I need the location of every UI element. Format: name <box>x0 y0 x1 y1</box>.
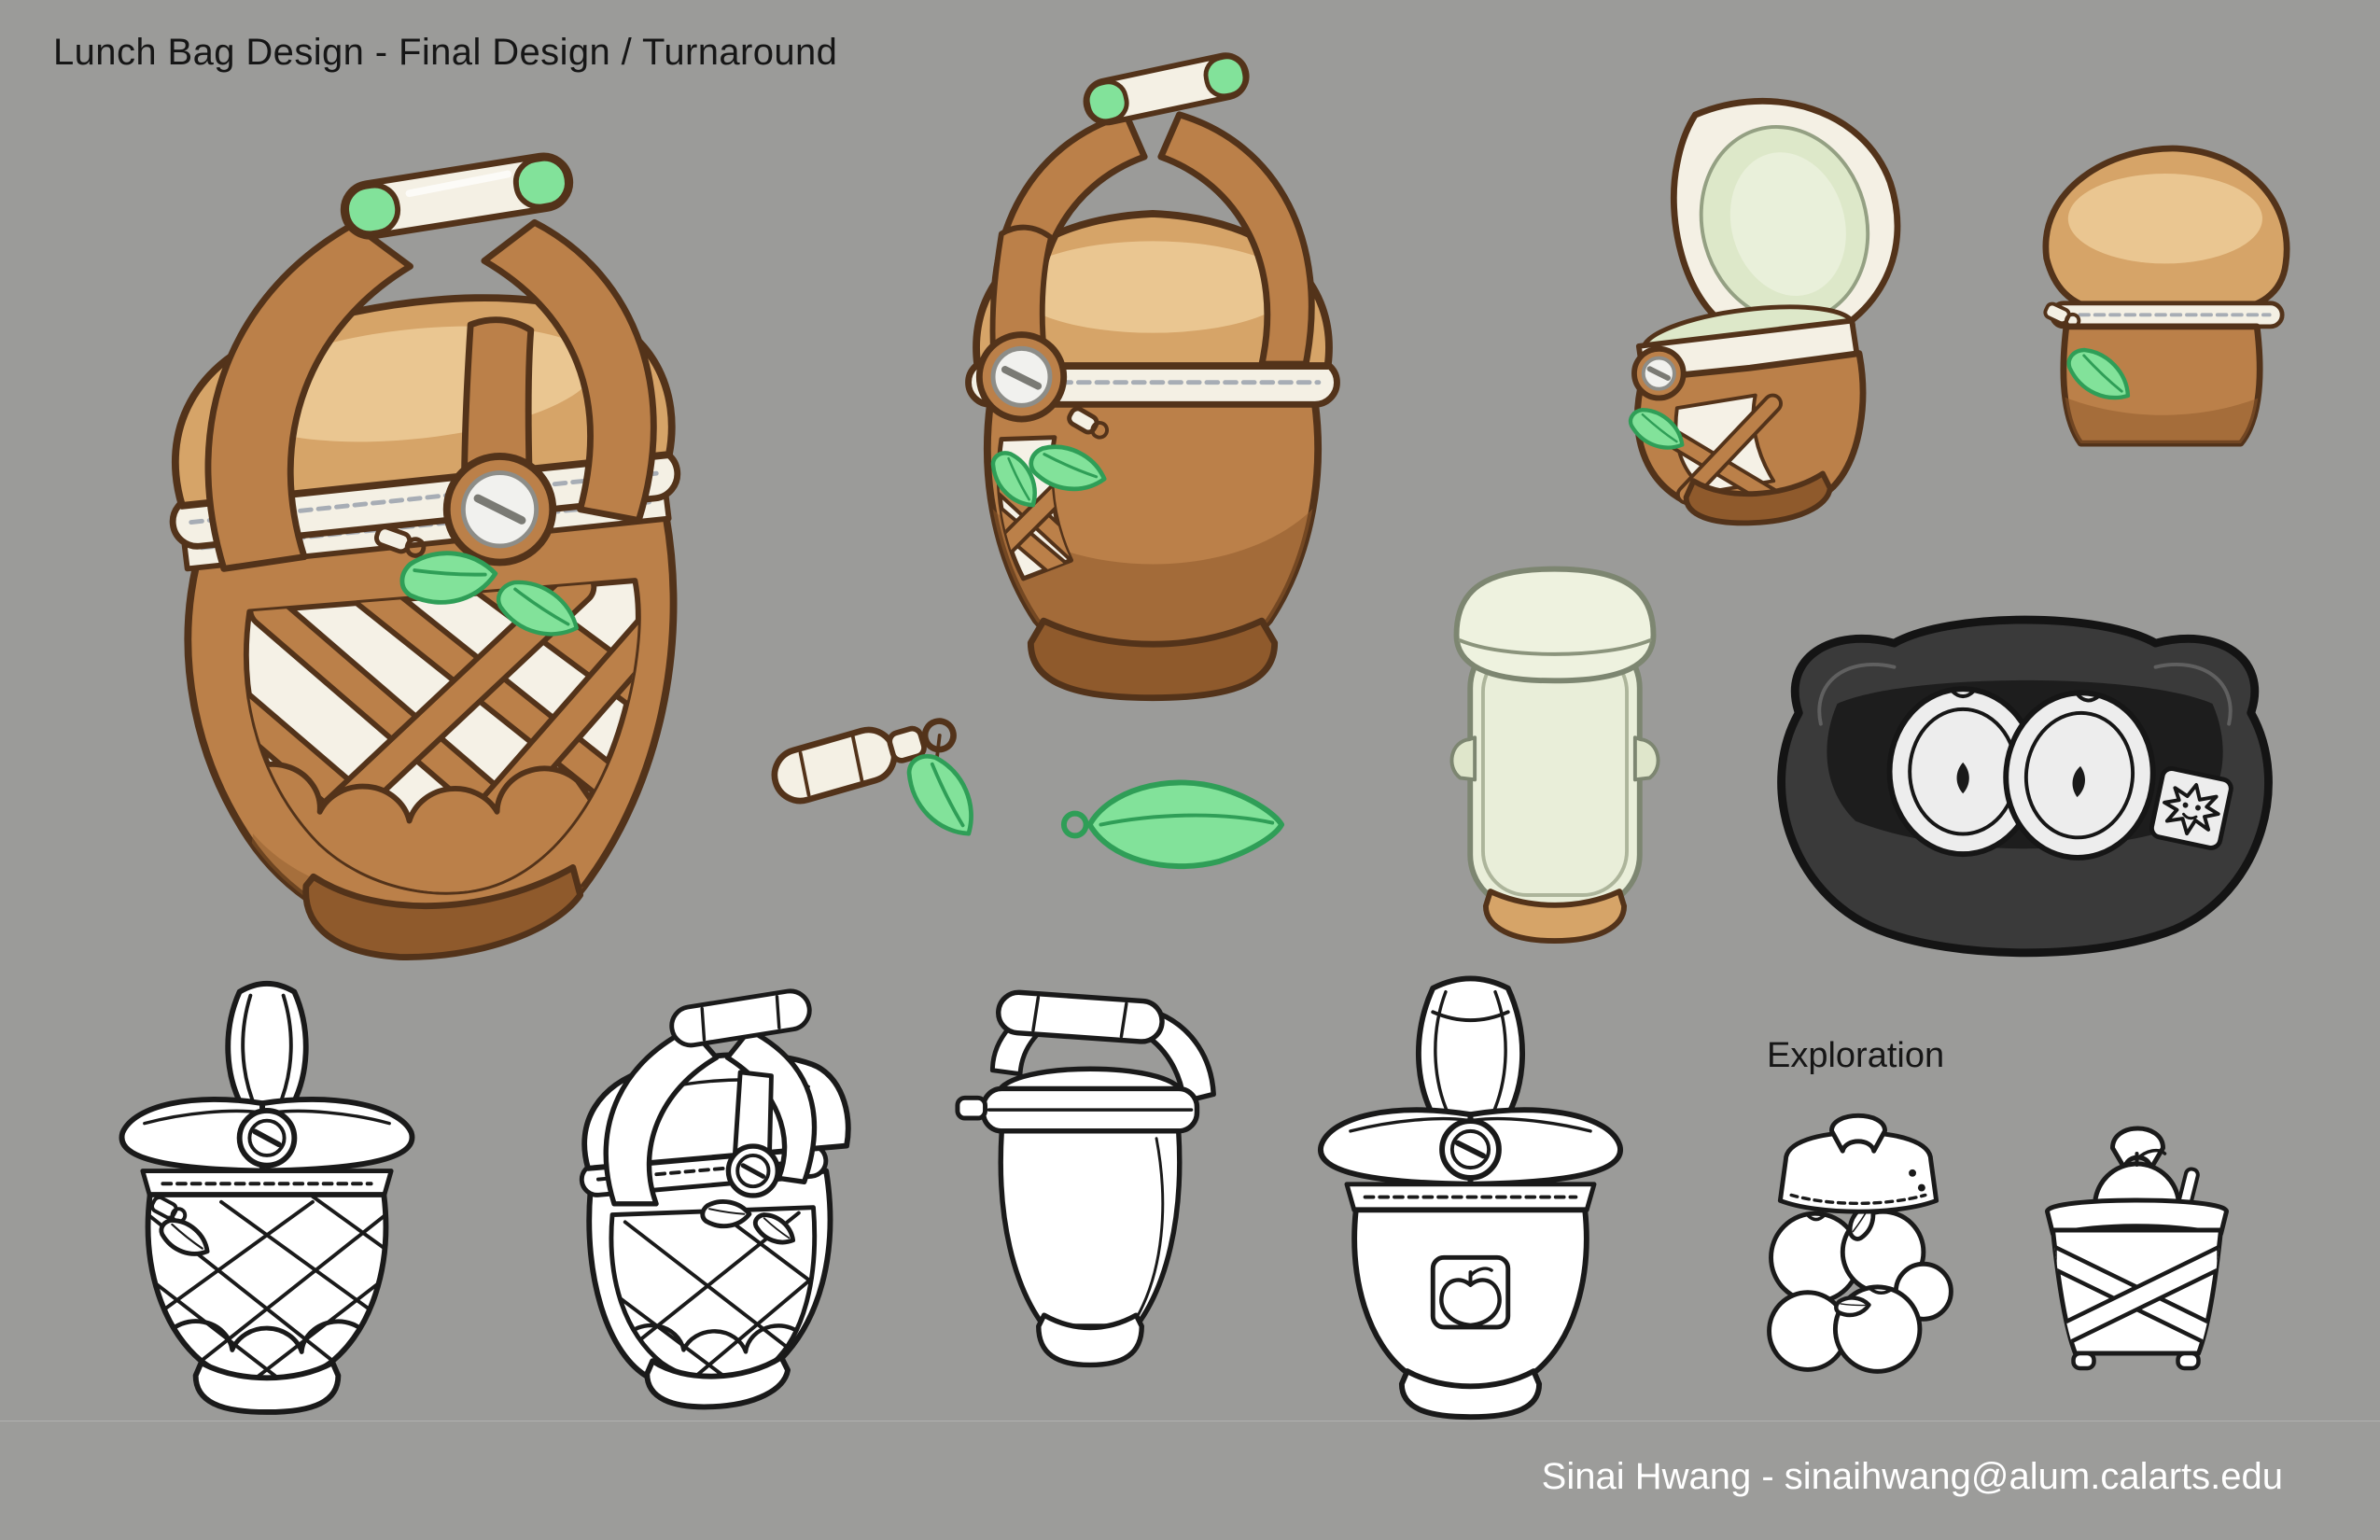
basket-body <box>983 399 1323 702</box>
lid <box>2042 145 2290 314</box>
handle-grip <box>996 989 1165 1044</box>
lid <box>973 210 1333 370</box>
side-tab <box>1632 735 1660 782</box>
basket-base <box>302 864 584 960</box>
handle <box>2110 1126 2165 1171</box>
medallion <box>975 224 1068 423</box>
lineart-front-view <box>119 981 415 1415</box>
lineart-side-view <box>955 989 1216 1368</box>
basket-body <box>184 512 678 960</box>
artist-credit: Sinai Hwang - sinaihwang@alum.calarts.ed… <box>1541 1456 2283 1497</box>
handle-grip <box>1083 52 1250 126</box>
leaf-vein <box>1099 813 1275 827</box>
inner-pouch-back-view <box>1449 566 1660 945</box>
rim-sheen <box>2153 663 2233 726</box>
open-lid <box>1670 97 1901 352</box>
lineart-back-view <box>1318 975 1623 1421</box>
leaf-ring <box>1060 810 1089 839</box>
leaf-icon <box>1086 779 1285 870</box>
handle-grip <box>340 152 574 240</box>
leaf-charm-detail <box>1060 779 1285 870</box>
apple-patch <box>1430 1254 1511 1330</box>
basket-foot <box>2071 1351 2096 1371</box>
zipper-pull <box>150 1196 188 1224</box>
basket-base <box>1683 470 1833 526</box>
rim-sheen <box>1817 663 1897 726</box>
medallion <box>1631 345 1687 401</box>
interior-contents-view <box>1777 615 2273 958</box>
apple-half <box>2003 690 2156 861</box>
basket-base <box>644 1354 791 1410</box>
basket-body <box>2060 323 2263 447</box>
zipper-tab <box>955 1095 987 1121</box>
back-top-view <box>2042 145 2290 447</box>
pouch-flap <box>1453 566 1657 684</box>
basket-base <box>1398 1368 1543 1421</box>
final-three-quarter-view <box>169 152 681 960</box>
medallion <box>236 1107 298 1169</box>
basket-base <box>1027 617 1279 702</box>
handle <box>1415 975 1526 1130</box>
final-front-view <box>965 52 1340 702</box>
medallion <box>1439 1118 1502 1181</box>
character-sticker <box>2149 766 2233 850</box>
page-title: Lunch Bag Design - Final Design / Turnar… <box>53 32 838 73</box>
exploration-apple-cluster-bag <box>1767 1113 1953 1374</box>
exploration-label: Exploration <box>1767 1036 1945 1075</box>
basket-body <box>1633 350 1867 526</box>
basket-bottom-edge <box>1482 889 1628 945</box>
basket-base <box>1036 1312 1144 1368</box>
zipper-pull <box>373 525 427 558</box>
zipper-pull <box>2043 301 2081 329</box>
leaf-link <box>935 733 942 760</box>
leaf-charm-icon <box>901 753 982 834</box>
medallion <box>442 316 557 567</box>
handle <box>225 981 309 1117</box>
basket-body <box>998 1128 1183 1329</box>
handle <box>603 988 818 1207</box>
rim <box>2045 1197 2229 1237</box>
lid <box>955 1066 1200 1134</box>
lineart-three-quarter-view <box>579 988 851 1410</box>
lid <box>1318 1107 1623 1187</box>
handle <box>989 989 1216 1104</box>
zipper-band <box>2050 301 2285 329</box>
side-tab <box>1449 735 1477 782</box>
exploration-apple-basket <box>2045 1126 2229 1371</box>
zipper-band <box>1344 1182 1597 1212</box>
basket-foot <box>2176 1351 2201 1371</box>
basket-body <box>145 1192 389 1383</box>
zipper-toggle <box>771 718 957 805</box>
flap-fold-line <box>1458 638 1652 656</box>
basket-body <box>2051 1227 2223 1356</box>
zipper-pull <box>1067 406 1110 440</box>
handle <box>1829 1113 1887 1154</box>
flap <box>1777 1130 1939 1214</box>
open-lid-view <box>1559 97 1901 526</box>
footer-strip <box>0 1421 2380 1540</box>
zipper-pull-detail <box>771 718 1024 945</box>
medallion <box>725 1070 780 1198</box>
basket-base <box>192 1360 342 1415</box>
handle <box>204 152 657 572</box>
lid <box>119 1097 415 1174</box>
handle-grip <box>669 988 812 1048</box>
